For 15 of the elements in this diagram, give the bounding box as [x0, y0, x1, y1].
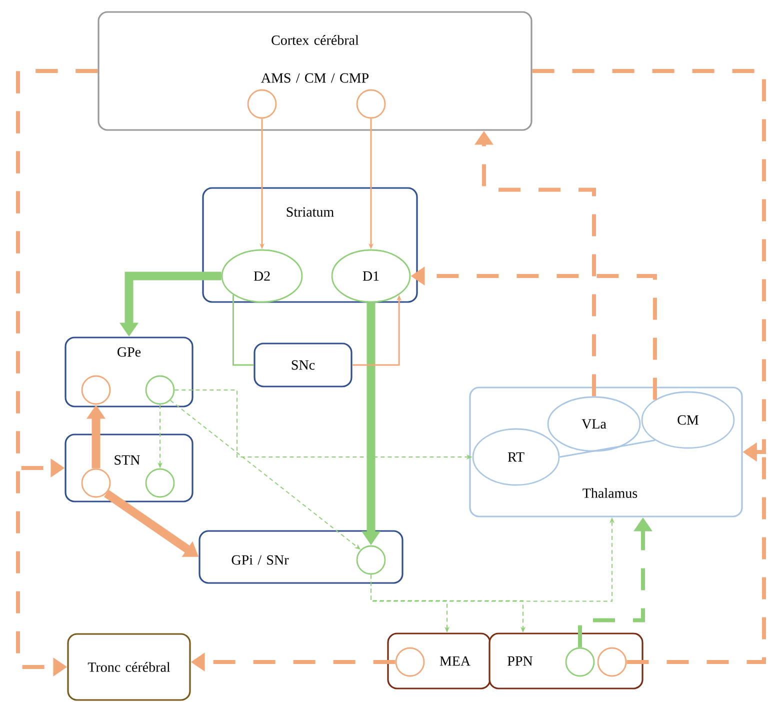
- neuron-circle: [81, 468, 111, 498]
- neuron-circle: [247, 89, 277, 119]
- neuron-circle: [81, 375, 111, 405]
- nucleus-box: GPi / SNr: [198, 530, 404, 584]
- neuron-circle: [145, 375, 175, 405]
- neuron-circle: [565, 647, 595, 677]
- nucleus-box: SNc: [254, 342, 352, 388]
- neuron-circle: [395, 647, 425, 677]
- neuron-circle: [356, 545, 386, 575]
- cortex-box: Cortex cérébral AMS / CM / CMP: [98, 11, 532, 131]
- neuron-circle: [145, 468, 175, 498]
- neuron-circle: [597, 647, 627, 677]
- neuron-circle: [356, 89, 386, 119]
- arrow: [532, 69, 766, 462]
- brainstem-box: Tronc cérébral: [67, 633, 191, 701]
